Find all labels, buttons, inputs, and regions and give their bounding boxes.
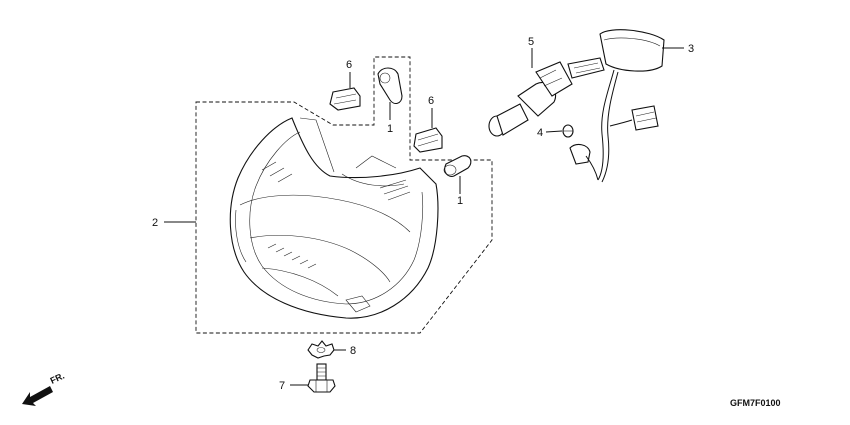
callout-6-right: 6 [428, 95, 434, 107]
front-direction-arrow-icon [22, 386, 53, 406]
callout-8: 8 [350, 345, 356, 357]
headlight-unit[interactable] [229, 117, 439, 319]
callout-1-upper: 1 [387, 123, 393, 135]
position-bulb-socket-upper[interactable] [377, 67, 403, 105]
callout-1-right: 1 [457, 195, 463, 207]
callout-4: 4 [537, 127, 543, 139]
headlight-socket-harness[interactable] [567, 29, 665, 183]
position-bulb[interactable] [562, 124, 574, 138]
callout-2: 2 [152, 217, 158, 229]
position-bulb-socket-right[interactable] [443, 155, 472, 177]
callout-5: 5 [528, 36, 534, 48]
headlight-bulb[interactable] [488, 61, 573, 137]
drawing-code: GFM7F0100 [730, 398, 781, 408]
washer[interactable] [307, 340, 335, 359]
assembly-boundary [195, 56, 493, 334]
callout-7: 7 [279, 380, 285, 392]
callout-3: 3 [688, 43, 694, 55]
flange-bolt[interactable] [307, 363, 336, 393]
leader-lines [164, 47, 684, 386]
callout-6-upper: 6 [346, 59, 352, 71]
direction-label: FR. [49, 371, 66, 386]
clip-upper[interactable] [329, 87, 361, 111]
clip-right[interactable] [413, 127, 443, 153]
